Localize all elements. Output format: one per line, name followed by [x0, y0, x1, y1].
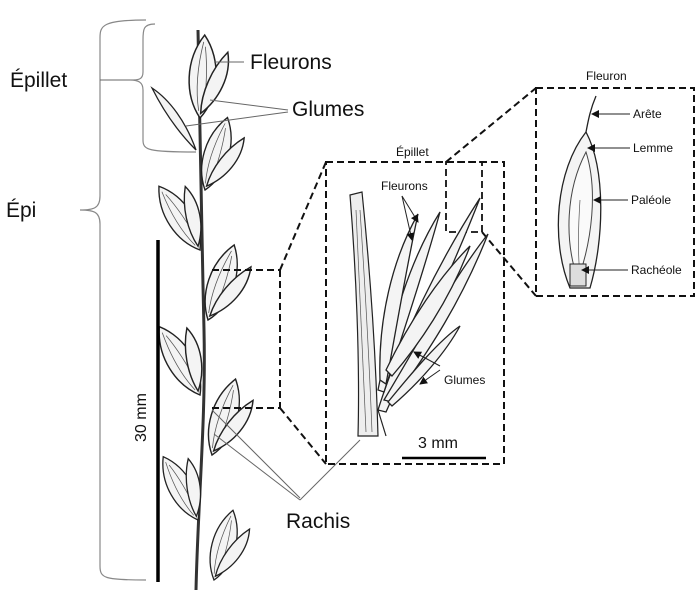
- floret-inset-illustration: [557, 95, 602, 289]
- label-rachis: Rachis: [286, 510, 350, 533]
- spikelet-7: [154, 446, 216, 527]
- label-inset-glumes: Glumes: [444, 373, 485, 387]
- label-epi: Épi: [6, 199, 36, 222]
- label-glumes: Glumes: [292, 98, 364, 121]
- label-fleuron-title: Fleuron: [586, 69, 627, 83]
- spike-illustration: [150, 29, 261, 591]
- label-inset-epillet: Épillet: [396, 144, 429, 159]
- glume-main: [150, 86, 197, 151]
- spikelet-inset-illustration: [349, 191, 489, 437]
- label-lemme: Lemme: [633, 141, 673, 155]
- floret-highlight-box: [445, 161, 483, 233]
- spikelet-6: [196, 374, 261, 464]
- label-fleurons: Fleurons: [250, 51, 332, 74]
- spikelet-1: [182, 32, 233, 122]
- label-paleole: Paléole: [631, 193, 671, 207]
- spikelet-inset-box: [325, 161, 505, 465]
- label-inset-fleurons: Fleurons: [381, 179, 428, 193]
- spikelet-5: [150, 314, 219, 403]
- label-epillet: Épillet: [10, 69, 67, 92]
- label-scale-30mm: 30 mm: [133, 393, 150, 442]
- label-racheole: Rachéole: [631, 263, 682, 277]
- epi-brace: [79, 19, 147, 581]
- floret-inset-box: [535, 87, 695, 297]
- spikelet-8: [199, 506, 257, 587]
- label-inset-scale: 3 mm: [418, 435, 458, 452]
- label-arete: Arête: [633, 107, 662, 121]
